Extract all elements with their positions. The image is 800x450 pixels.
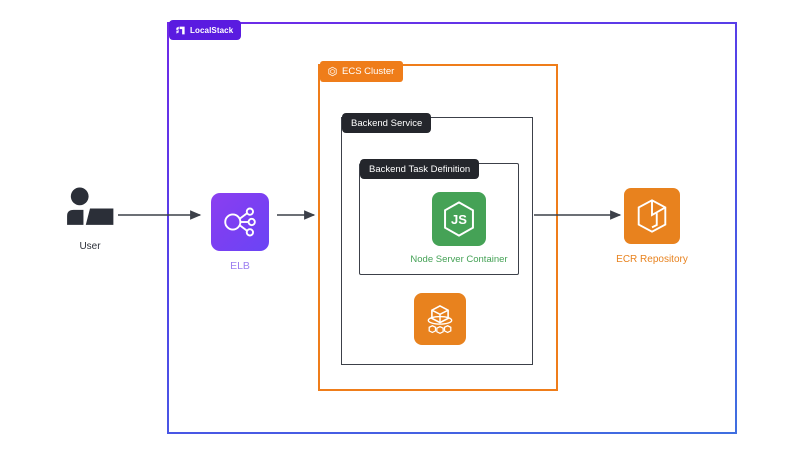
ecs-cluster-boundary — [318, 64, 558, 391]
user-at-laptop-icon — [61, 186, 119, 232]
node-node-server-container-label: Node Server Container — [410, 254, 508, 265]
backend-service-label: Backend Service — [351, 117, 423, 129]
backend-task-definition-badge: Backend Task Definition — [360, 159, 480, 179]
svg-text:JS: JS — [451, 212, 467, 227]
node-ecr-repository[interactable]: ECR Repository — [616, 188, 688, 265]
node-elb[interactable]: ELB — [207, 193, 273, 272]
localstack-label: LocalStack — [190, 25, 234, 35]
node-node-server-container[interactable]: JS Node Server Container — [404, 192, 514, 265]
node-user[interactable]: User — [42, 186, 138, 252]
ecs-cluster-badge: ECS Cluster — [320, 61, 404, 82]
elastic-load-balancer-icon — [211, 193, 269, 251]
ecs-container-service-icon — [414, 293, 466, 345]
backend-task-definition-label: Backend Task Definition — [369, 163, 471, 175]
localstack-logo-icon — [175, 25, 186, 36]
node-user-label: User — [79, 241, 101, 252]
backend-service-badge: Backend Service — [342, 113, 432, 133]
ecs-cluster-label: ECS Cluster — [342, 66, 395, 77]
nodejs-icon: JS — [432, 192, 486, 246]
localstack-badge: LocalStack — [169, 20, 242, 40]
backend-service-boundary — [341, 117, 533, 365]
node-elb-label: ELB — [230, 260, 250, 272]
node-ecr-repository-label: ECR Repository — [616, 254, 688, 265]
ecr-repository-icon — [624, 188, 680, 244]
ecs-cluster-icon — [327, 66, 338, 77]
node-ecs-task-icon[interactable] — [414, 293, 466, 345]
